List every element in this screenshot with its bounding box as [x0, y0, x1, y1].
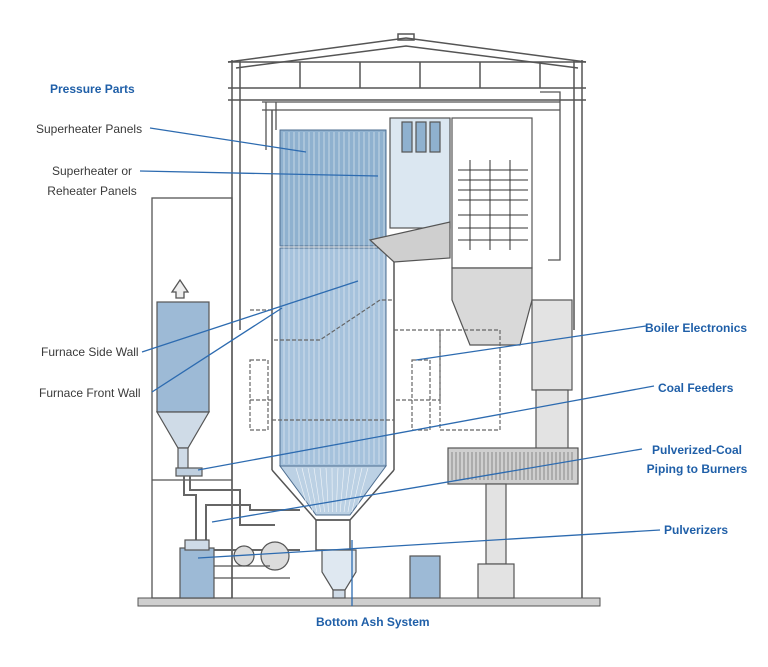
furnace-tube [339, 467, 345, 513]
leader-furnace-front-wall [151, 307, 283, 393]
leader-superheater-reheater [139, 170, 379, 177]
superheater-reheater-label-line1: Superheater or [51, 164, 133, 178]
leader-superheater-panels [149, 127, 307, 153]
superheater-reheater-label-line2: Reheater Panels [47, 184, 137, 198]
furnace-front-wall-label: Furnace Front Wall [39, 386, 141, 400]
leader-coal-feeders [197, 385, 655, 471]
furnace-tube [355, 467, 369, 513]
furnace-tube [319, 467, 325, 513]
steam-piping [262, 91, 561, 261]
feeder-piping [183, 476, 300, 551]
pressure-parts-heading: Pressure Parts [50, 82, 135, 96]
bottom-ash-hopper [321, 549, 357, 599]
superheater-panels-label: Superheater Panels [36, 122, 143, 136]
furnace-tube [325, 467, 329, 513]
air-heater-hatching [451, 452, 573, 480]
furnace-tube [351, 467, 363, 513]
leader-furnace-side-wall [141, 280, 359, 353]
pulverizer-right [409, 555, 441, 599]
leader-pulverizers [197, 529, 661, 559]
furnace-side-wall-label: Furnace Side Wall [41, 345, 139, 359]
furnace-tube [313, 467, 321, 513]
furnace-tube [343, 467, 351, 513]
furnace-tube [335, 467, 339, 513]
furnace-tube [295, 467, 310, 513]
furnace-tube [347, 467, 357, 513]
bottom-ash-system-label: Bottom Ash System [316, 615, 430, 629]
pulverized-coal-label-line2: Piping to Burners [646, 462, 748, 476]
coal-bunker [155, 301, 211, 477]
pulverized-coal-label-line1: Pulverized-Coal [651, 443, 743, 457]
pulverizer-left [179, 539, 290, 599]
furnace-tubes [283, 132, 385, 513]
leader-boiler-electronics [415, 325, 647, 361]
superheater-pendants [368, 117, 533, 269]
boiler-electronics-label: Boiler Electronics [645, 321, 748, 335]
ground-slab [137, 597, 601, 607]
backpass-duct [451, 267, 573, 451]
leader-pulverized-coal [211, 448, 643, 523]
heat-exchanger-banks [458, 160, 528, 250]
coal-feeders-label: Coal Feeders [658, 381, 734, 395]
leader-lines [139, 127, 661, 606]
air-ducts [249, 299, 501, 431]
pulverizers-label: Pulverizers [664, 523, 729, 537]
furnace-walls [279, 129, 387, 516]
